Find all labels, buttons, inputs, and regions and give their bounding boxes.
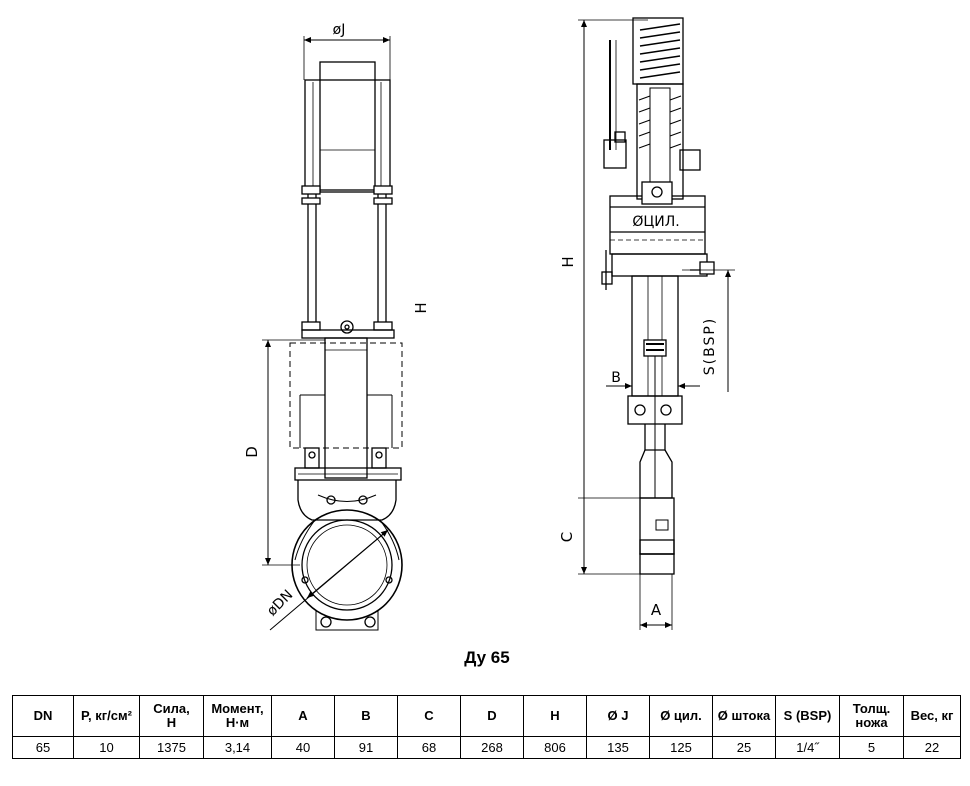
header-text: P, кг/см² (81, 708, 132, 723)
front-diam-j-label: øJ (333, 22, 346, 38)
table-header-cell: Вес, кг (903, 695, 961, 737)
table-cell: 1/4˝ (775, 736, 840, 759)
table-cell: 25 (712, 736, 776, 759)
header-text: Сила, (153, 701, 190, 716)
table-header-cell: P, кг/см² (73, 695, 140, 737)
header-text: C (424, 708, 434, 723)
front-dn-label: øDN (264, 587, 296, 619)
drawing-caption: Ду 65 (0, 648, 970, 668)
table-cell: 10 (73, 736, 140, 759)
front-h-label: H (412, 302, 430, 313)
side-cyl-label: ØЦИЛ. (632, 214, 679, 230)
table-cell: 65 (12, 736, 74, 759)
caption-text: Ду 65 (464, 648, 510, 667)
front-d-label: D (243, 446, 261, 458)
table-header-cell: B (334, 695, 398, 737)
header-text: A (298, 708, 308, 723)
table-header-cell: H (523, 695, 587, 737)
table-header-cell: D (460, 695, 524, 737)
header-text: Н·м (225, 715, 250, 730)
header-text: H (550, 708, 560, 723)
header-text: S (BSP) (783, 708, 832, 723)
side-h-label: H (559, 256, 577, 267)
side-view (578, 17, 735, 630)
table-cell: 91 (334, 736, 398, 759)
table-cell: 40 (271, 736, 335, 759)
table-cell: 3,14 (203, 736, 272, 759)
header-text: Ø J (607, 708, 629, 723)
valve-technical-drawing: øJ H D øDN (243, 17, 735, 631)
front-view (262, 36, 403, 631)
side-c-label: C (558, 532, 576, 542)
header-text: Ø штока (717, 708, 771, 723)
header-text: B (361, 708, 371, 723)
side-b-label: B (611, 370, 621, 386)
table-cell: 5 (839, 736, 904, 759)
table-cell: 68 (397, 736, 461, 759)
header-text: Н (166, 715, 177, 730)
side-s-bsp-label: S(BSP) (702, 317, 718, 376)
table-cell: 125 (649, 736, 713, 759)
table-cell: 22 (903, 736, 961, 759)
table-cell: 135 (586, 736, 650, 759)
table-header-cell: S (BSP) (775, 695, 840, 737)
header-text: Вес, кг (910, 708, 954, 723)
table-header-cell: Ø цил. (649, 695, 713, 737)
header-text: D (487, 708, 497, 723)
table-cell: 806 (523, 736, 587, 759)
table-header-cell: Толщ.ножа (839, 695, 904, 737)
table-header-cell: Сила,Н (139, 695, 204, 737)
header-text: Ø цил. (660, 708, 702, 723)
table-header-cell: C (397, 695, 461, 737)
header-text: DN (33, 708, 53, 723)
table-header-cell: Ø штока (712, 695, 776, 737)
side-a-label: A (651, 601, 662, 619)
table-header-cell: Момент,Н·м (203, 695, 272, 737)
table-header-cell: A (271, 695, 335, 737)
header-text: Толщ. (852, 701, 891, 716)
table-header-cell: DN (12, 695, 74, 737)
header-text: ножа (855, 715, 888, 730)
table-cell: 1375 (139, 736, 204, 759)
table-header-cell: Ø J (586, 695, 650, 737)
header-text: Момент, (211, 701, 264, 716)
table-cell: 268 (460, 736, 524, 759)
